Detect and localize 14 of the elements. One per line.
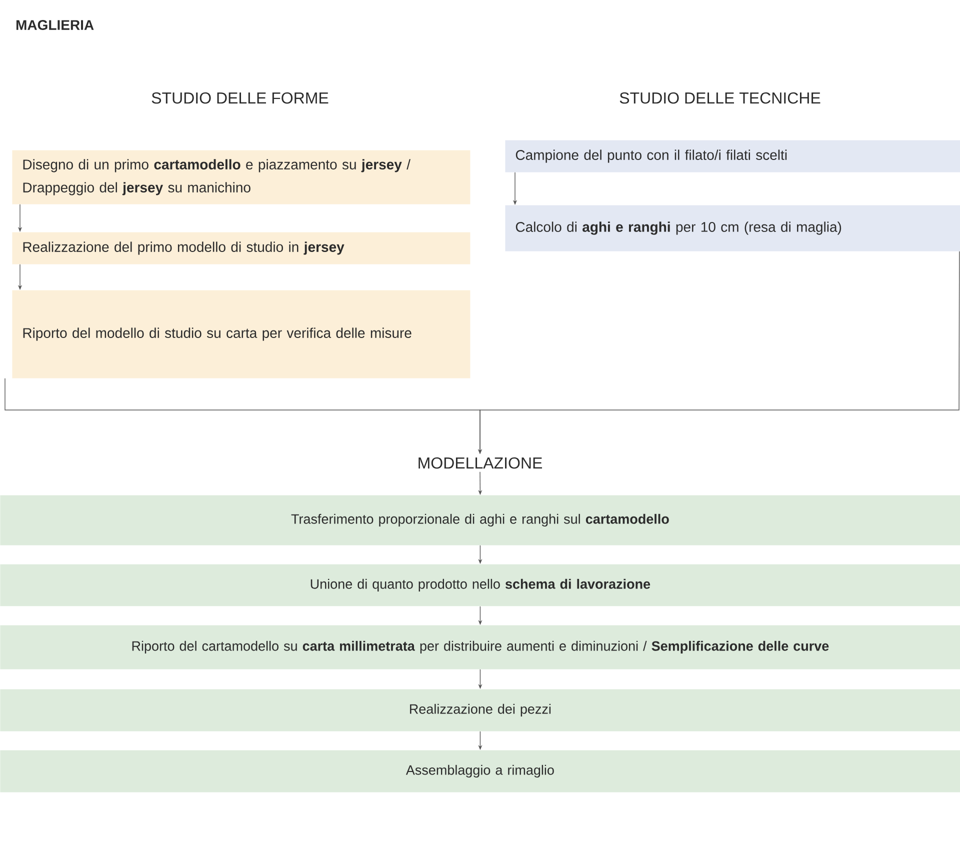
process-box: Unione di quanto prodotto nello schema di lavorazione bbox=[0, 564, 960, 606]
process-box: Riporto del modello di studio su carta per verifica delle misure bbox=[12, 290, 470, 378]
process-box: Riporto del cartamodello su carta millimetrata per distribuire aumenti e diminuzioni / Semplificazione delle curve bbox=[0, 625, 960, 670]
process-box: Realizzazione del primo modello di studio in jersey bbox=[12, 232, 470, 264]
process-box: Disegno di un primo cartamodello e piazzamento su jersey / Drappeggio del jersey su manichino bbox=[12, 150, 470, 204]
process-box: Calcolo di aghi e ranghi per 10 cm (resa di maglia) bbox=[505, 205, 960, 252]
column-heading: STUDIO DELLE TECNICHE bbox=[620, 92, 820, 104]
section-heading: MODELLAZIONE bbox=[418, 457, 542, 469]
process-box: Trasferimento proporzionale di aghi e ranghi sul cartamodello bbox=[0, 495, 960, 546]
process-box: Campione del punto con il filato/i filati scelti bbox=[505, 140, 960, 172]
process-box: Realizzazione dei pezzi bbox=[0, 689, 960, 732]
process-box: Assemblaggio a rimaglio bbox=[0, 750, 960, 792]
title: MAGLIERIA bbox=[16, 20, 94, 30]
column-heading: STUDIO DELLE FORME bbox=[152, 92, 328, 104]
